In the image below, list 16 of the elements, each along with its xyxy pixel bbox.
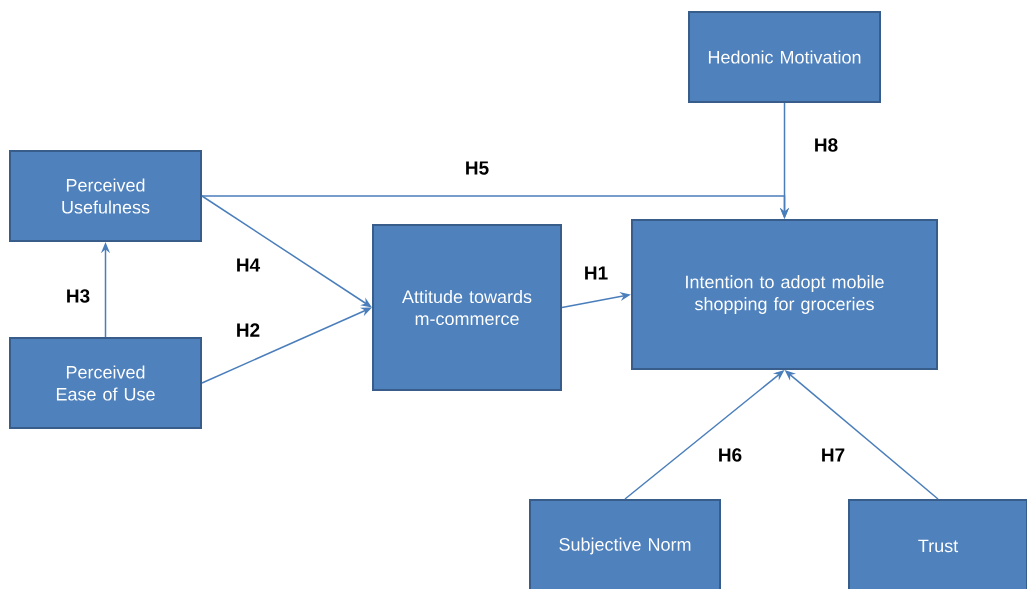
process-box: Perceived Usefulness: [9, 150, 202, 242]
process-box: Subjective Norm: [529, 499, 721, 589]
edge-label: H6: [716, 447, 744, 463]
edge-label: H7: [819, 447, 847, 463]
edge-label: H4: [234, 257, 262, 273]
edge-label: H3: [64, 288, 92, 304]
edge-label: H8: [812, 137, 840, 153]
arrow: [201, 195, 372, 308]
edge-label: H2: [234, 322, 262, 338]
process-box: Perceived Ease of Use: [9, 337, 202, 429]
edge-label: H5: [463, 160, 491, 176]
process-box: Hedonic Motivation: [688, 11, 881, 103]
process-box: Attitude towards m-commerce: [372, 224, 562, 391]
process-box: Intention to adopt mobile shopping for groceries: [631, 219, 938, 370]
process-box: Trust: [848, 499, 1027, 589]
edge-label: H1: [582, 265, 610, 281]
